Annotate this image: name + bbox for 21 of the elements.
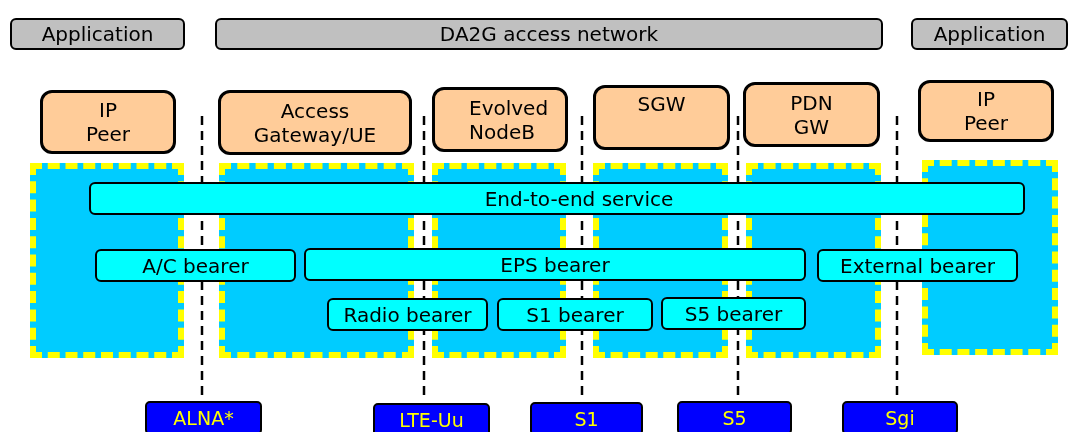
section-header-bar: Application <box>10 18 185 50</box>
network-entity-box: Evolved NodeB <box>432 87 568 152</box>
network-entity-box: IP Peer <box>40 90 176 154</box>
network-entity-box: PDN GW <box>743 82 880 147</box>
bearer-bar: S1 bearer <box>497 298 653 331</box>
interface-label: LTE-Uu <box>373 403 490 432</box>
bearer-bar: Radio bearer <box>327 298 488 331</box>
bearer-bar: External bearer <box>817 249 1018 282</box>
bearer-bar: A/C bearer <box>95 249 296 282</box>
network-entity-box: IP Peer <box>918 80 1054 142</box>
bearer-bar: S5 bearer <box>661 297 806 330</box>
interface-label: ALNA* <box>145 401 262 432</box>
section-header-bar: DA2G access network <box>215 18 883 50</box>
interface-label: S1 <box>530 402 643 432</box>
bearer-bar: EPS bearer <box>304 248 806 281</box>
network-entity-box: SGW <box>593 85 730 150</box>
interface-label: Sgi <box>842 401 958 432</box>
network-entity-box: Access Gateway/UE <box>218 90 412 155</box>
interface-label: S5 <box>677 401 792 432</box>
section-header-bar: Application <box>911 18 1068 50</box>
bearer-bar: End-to-end service <box>89 182 1025 215</box>
